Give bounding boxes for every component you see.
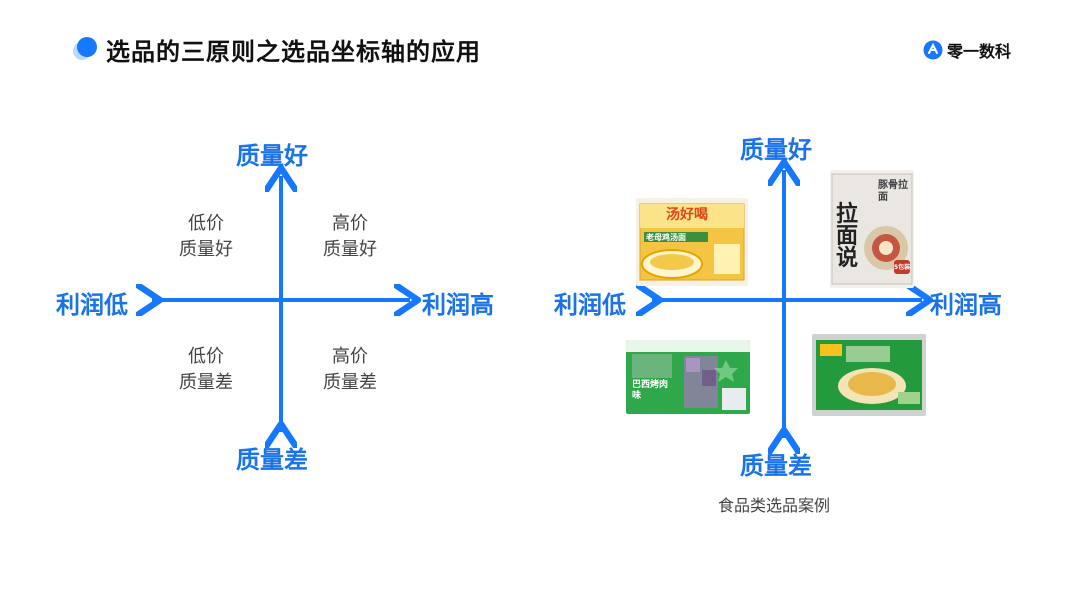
- brand-logo: 零一数科: [923, 38, 1011, 62]
- brand-icon: [923, 40, 943, 60]
- title-bullet-icon: [73, 37, 97, 60]
- quadrant-quality: 质量差: [179, 372, 233, 393]
- quadrant-quality: 质量好: [323, 239, 377, 260]
- left-axis-bottom-label: 质量差: [236, 446, 308, 474]
- quadrant-bottom-left: 低价 质量差: [170, 344, 242, 396]
- left-axis-left-label: 利润低: [56, 291, 128, 319]
- package-text: 5包装: [894, 264, 911, 271]
- right-axis-bottom-label: 质量差: [740, 452, 812, 480]
- quadrant-price: 低价: [188, 346, 224, 367]
- ramen-package-image: 拉面说 豚骨拉面 5包装: [830, 170, 914, 288]
- quadrant-top-right: 高价 质量好: [314, 211, 386, 263]
- package-text: 巴西烤肉味: [632, 380, 669, 401]
- package-text: 拉面说: [836, 202, 859, 271]
- brand-name: 零一数科: [947, 42, 1012, 61]
- right-axis-right-label: 利润高: [930, 291, 1002, 319]
- quadrant-price: 高价: [332, 346, 368, 367]
- right-axis-top-label: 质量好: [740, 136, 812, 164]
- soup-noodle-package-image: 汤好喝 老母鸡汤面: [636, 198, 748, 286]
- quadrant-price: 低价: [188, 213, 224, 234]
- quadrant-quality: 质量差: [323, 372, 377, 393]
- package-text: 汤好喝: [666, 207, 708, 223]
- quadrant-quality: 质量好: [179, 239, 233, 260]
- quadrant-top-left: 低价 质量好: [170, 211, 242, 263]
- right-axis-left-label: 利润低: [554, 291, 626, 319]
- page-title: 选品的三原则之选品坐标轴的应用: [106, 38, 481, 66]
- blurred-noodle-package-image: [812, 334, 926, 416]
- blurred-snack-package-image: 巴西烤肉味: [626, 340, 750, 414]
- case-caption: 食品类选品案例: [718, 496, 831, 515]
- left-axis-right-label: 利润高: [422, 291, 494, 319]
- quadrant-bottom-right: 高价 质量差: [314, 344, 386, 396]
- package-text: 豚骨拉面: [878, 180, 908, 203]
- quadrant-price: 高价: [332, 213, 368, 234]
- package-text: 老母鸡汤面: [646, 233, 686, 242]
- left-axis-top-label: 质量好: [236, 142, 308, 170]
